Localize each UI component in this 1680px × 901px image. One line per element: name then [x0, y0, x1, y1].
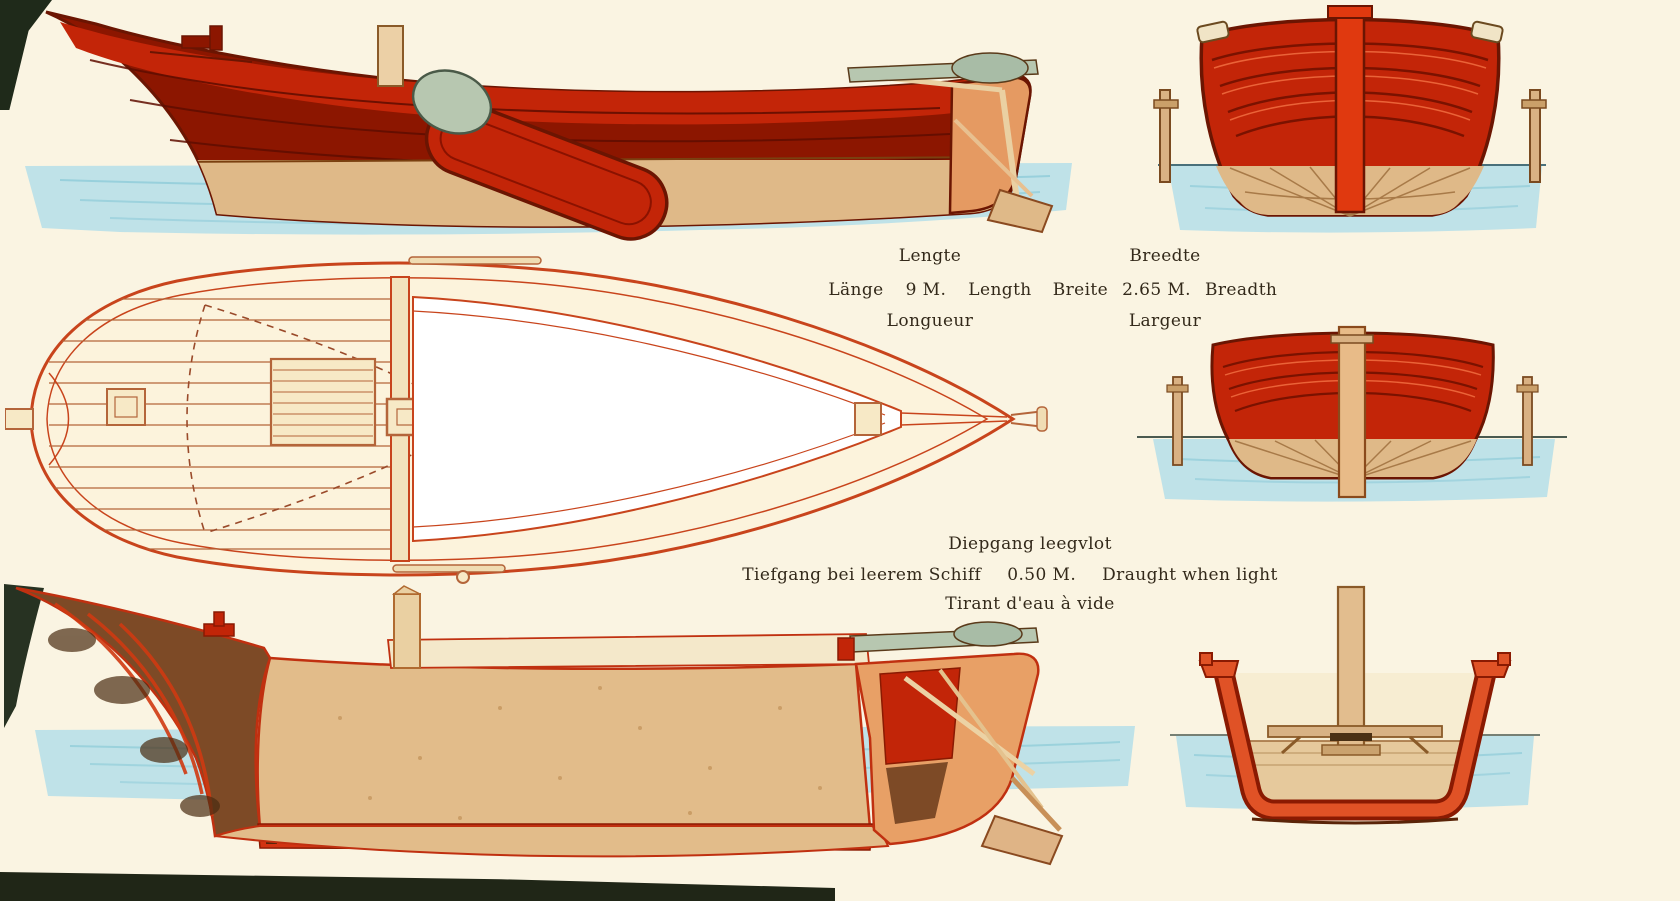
stern-section [854, 652, 1064, 866]
length-label-dutch: Lengte [898, 246, 962, 266]
mast-stub-section [391, 585, 421, 669]
bottom-planking [214, 825, 890, 858]
length-label-value-row: Länge 9 M. Length [770, 280, 1090, 300]
main-hatch [269, 357, 377, 447]
view-transverse-section [1170, 585, 1540, 825]
rudder-blade [986, 188, 1054, 234]
mast-stub [377, 25, 404, 87]
breadth-label-german: Breite [1052, 280, 1109, 300]
view-bow-elevation [1153, 5, 1547, 233]
cargo-hold [412, 295, 902, 543]
leeboard-stock-left [1153, 89, 1179, 183]
draught-label-value-row: Tiefgang bei leerem Schiff 0.50 M. Draug… [730, 565, 1290, 585]
view-deck-plan [5, 256, 1048, 584]
draught-label-french: Tirant d'eau à vide [945, 594, 1115, 614]
rudder-post [1330, 325, 1374, 499]
draught-label-dutch: Diepgang leegvlot [948, 534, 1112, 554]
tiller-post [854, 402, 882, 436]
hold-interior [256, 633, 872, 842]
length-label-german: Länge [828, 280, 884, 300]
aft-fitting [837, 637, 855, 661]
breadth-label-english: Breadth [1205, 280, 1278, 300]
hull-frame [1198, 652, 1512, 825]
mast-beam [1267, 725, 1443, 755]
fore-hatch [106, 388, 146, 426]
stern-deck [849, 621, 1039, 653]
length-label-english: Length [968, 280, 1032, 300]
draught-value: 0.50 M. [1007, 565, 1077, 585]
bollard-right [1470, 20, 1504, 44]
stem-shadow [4, 584, 44, 728]
block-ring [456, 570, 470, 584]
leeboard-stock-right [1516, 376, 1539, 466]
breadth-label-value-row: Breite 2.65 M. Breadth [1010, 280, 1320, 300]
breadth-label-dutch: Breedte [1129, 246, 1201, 266]
leeboard-head [411, 69, 493, 135]
bow-fittings [149, 25, 253, 63]
stern-deck [847, 52, 1039, 84]
length-label-french: Longueur [886, 311, 974, 331]
side-deck [386, 633, 870, 669]
rudder-plan [1010, 406, 1048, 432]
spar-bottom [392, 564, 506, 573]
breadth-label-french: Largeur [1128, 311, 1202, 331]
draught-label-german: Tiefgang bei leerem Schiff [742, 565, 982, 585]
leeboard-stock-right [1521, 89, 1547, 183]
leeboard [411, 69, 669, 241]
stem-post [1334, 10, 1366, 214]
floor-frames [214, 823, 890, 858]
hull-side [45, 10, 1032, 228]
sheer-strake [60, 22, 1006, 125]
length-value: 9 M. [905, 280, 947, 300]
breadth-value: 2.65 M. [1122, 280, 1191, 300]
bow-fitting [203, 611, 235, 637]
leeboard-stock-left [1166, 376, 1189, 466]
bow-timbers [15, 586, 272, 838]
view-longitudinal-section [4, 584, 1135, 866]
rudder-blade [980, 814, 1064, 866]
draught-label-english: Draught when light [1102, 565, 1278, 585]
view-stern-elevation [1137, 325, 1567, 502]
bollard-left [1196, 20, 1230, 44]
spar-top [408, 256, 542, 265]
view-side-elevation [25, 10, 1072, 241]
stern-and-rudder [867, 73, 1054, 234]
bow-fitting-plan [5, 408, 34, 430]
